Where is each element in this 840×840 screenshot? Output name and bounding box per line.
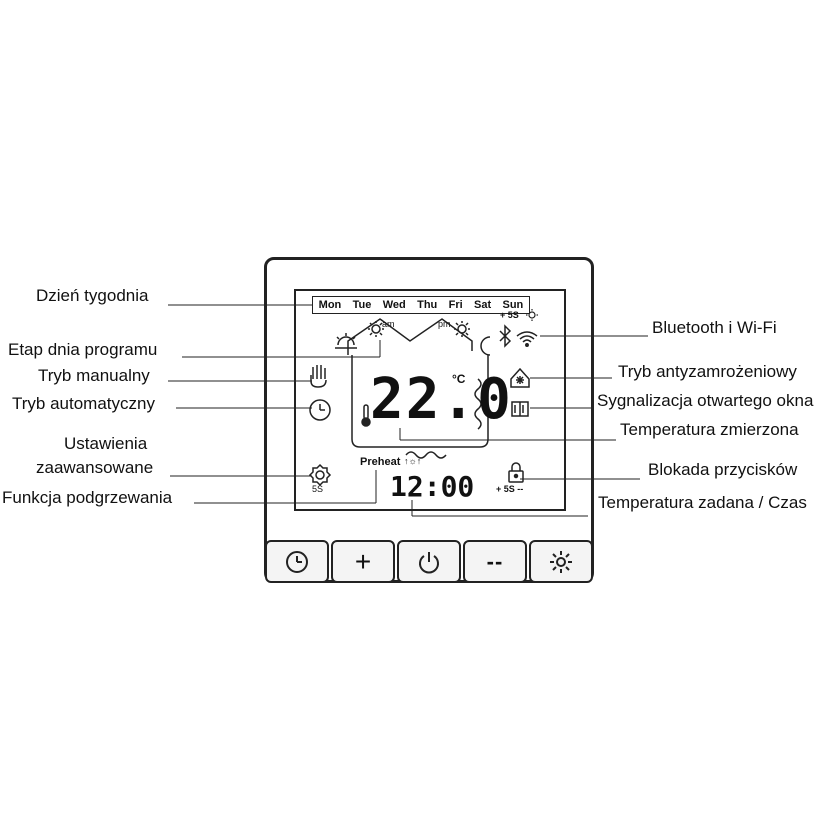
minus-label: -- — [486, 548, 504, 574]
power-button[interactable] — [397, 540, 461, 583]
preheat-label: Preheat — [360, 456, 401, 468]
preheat-arrows-icon: ↑☼↑ — [404, 456, 422, 466]
set-time-display: 12:00 — [390, 470, 475, 503]
top-sun-icon — [526, 309, 538, 321]
display-frame — [294, 289, 566, 511]
label-manual-mode: Tryb manualny — [38, 366, 150, 385]
am-label: am — [382, 319, 395, 329]
plus-label: + — [354, 545, 372, 577]
label-advanced-line1: Ustawienia — [64, 434, 148, 453]
temp-area-outline — [351, 355, 489, 448]
day-bar: Mon Tue Wed Thu Fri Sat Sun — [312, 296, 530, 314]
label-advanced-line2: zaawansowane — [36, 458, 154, 477]
moon-icon — [480, 336, 491, 356]
antifreeze-icon — [510, 367, 530, 388]
plus-5s-label: + 5S — [500, 310, 519, 320]
power-icon — [419, 551, 439, 573]
temp-unit: °C — [452, 372, 466, 386]
gear-icon — [308, 463, 332, 487]
label-auto-mode: Tryb automatyczny — [12, 394, 155, 413]
light-button[interactable] — [529, 540, 593, 583]
clock-icon — [286, 550, 308, 573]
label-bluetooth-wifi: Bluetooth i Wi-Fi — [652, 318, 777, 337]
thermometer-icon — [361, 404, 371, 427]
day-tue: Tue — [352, 299, 372, 311]
label-program-stage: Etap dnia programu — [8, 340, 158, 359]
label-measured-temp: Temperatura zmierzona — [620, 420, 799, 439]
plus-button[interactable]: + — [331, 540, 395, 583]
day-fri: Fri — [448, 299, 463, 311]
sun-icon — [550, 550, 572, 573]
button-row: + -- — [264, 540, 594, 583]
day-sat: Sat — [474, 299, 492, 311]
label-key-lock: Blokada przycisków — [648, 460, 798, 479]
wifi-icon — [516, 331, 538, 347]
day-mon: Mon — [318, 299, 342, 311]
label-set-temp-time: Temperatura zadana / Czas — [598, 493, 807, 512]
am-sun-icon — [368, 321, 384, 337]
lock-icon — [508, 462, 524, 483]
label-open-window: Sygnalizacja otwartego okna — [597, 391, 814, 410]
measured-temperature: 22.0 — [370, 367, 513, 432]
house-outline-icon — [347, 318, 473, 355]
clock-icon — [309, 399, 331, 421]
gear-hint: 5S — [312, 484, 324, 494]
label-preheat-function: Funkcja podgrzewania — [2, 488, 173, 507]
heating-wave-icon — [474, 378, 482, 430]
minus-button[interactable]: -- — [463, 540, 527, 583]
window-icon — [511, 401, 529, 417]
label-antifreeze: Tryb antyzamrożeniowy — [618, 362, 797, 381]
floor-heat-wave-icon — [405, 451, 447, 459]
display-icons — [308, 309, 538, 487]
day-wed: Wed — [382, 299, 406, 311]
pm-sun-icon — [454, 321, 470, 337]
pm-label: pm — [438, 319, 451, 329]
sunrise-icon — [335, 333, 357, 349]
day-thu: Thu — [417, 299, 438, 311]
label-day-of-week: Dzień tygodnia — [36, 286, 149, 305]
clock-button[interactable] — [265, 540, 329, 583]
bluetooth-icon — [499, 324, 512, 348]
lock-hint: + 5S -- — [496, 484, 524, 494]
hand-icon — [310, 365, 327, 388]
day-sun: Sun — [502, 299, 524, 311]
